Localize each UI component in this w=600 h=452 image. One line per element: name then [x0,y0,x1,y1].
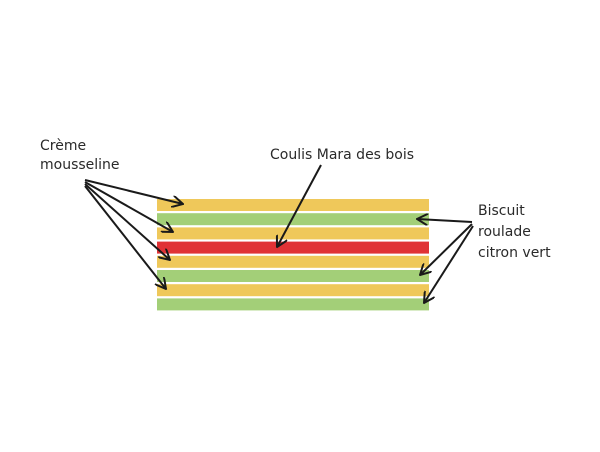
arrow-coulis [277,164,322,247]
arrow-biscuit-1 [417,219,473,222]
label-biscuit-line1: Biscuit [478,203,525,219]
layer-stack [157,199,429,311]
layer-biscuit [157,270,429,282]
arrow-biscuit-2 [420,223,473,275]
layer-creme [157,255,429,268]
layer-biscuit [157,298,429,311]
arrow-biscuit-3 [424,225,474,303]
layer-coulis [157,241,429,254]
label-creme-line1: Crème [40,138,86,154]
label-biscuit-line3: citron vert [478,245,551,261]
label-creme-line2: mousseline [40,157,120,173]
arrow-creme-2 [84,181,173,232]
arrow-creme-4 [84,185,166,289]
label-coulis: Coulis Mara des bois [270,147,414,163]
layer-creme [157,284,429,297]
layer-creme [157,199,429,211]
creme-arrows [84,179,183,289]
layer-creme [157,227,429,240]
biscuit-arrows [417,219,474,303]
arrow-creme-3 [84,183,170,260]
label-biscuit-line2: roulade [478,224,531,240]
arrow-creme-1 [84,179,183,204]
